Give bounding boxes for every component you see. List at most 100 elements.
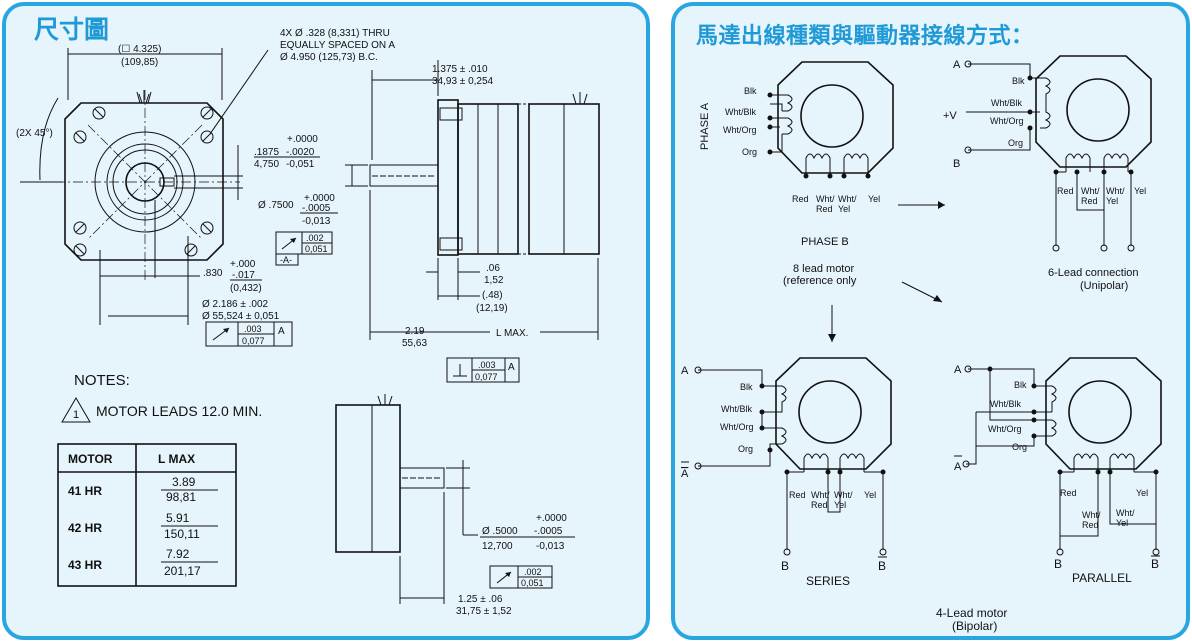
m3-term-bbar: B [878, 559, 886, 573]
m2-yel: Yel [1134, 186, 1146, 196]
len1-mm: 34,93 ± 0,254 [432, 76, 494, 87]
d006-mm: 1,52 [484, 275, 504, 286]
m1-wht-yel-2: Yel [838, 204, 850, 214]
flat-dim-c: (0,432) [230, 283, 262, 294]
tolerance-frame-1 [205, 321, 293, 347]
eight-lead-note: (reference only [783, 275, 857, 287]
m1-red: Red [792, 194, 809, 204]
four-lead-type: (Bipolar) [952, 619, 997, 633]
shaft-dim-b: -.0005 [302, 203, 331, 214]
len1-in: 1.375 ± .010 [432, 64, 488, 75]
m4-red: Red [1060, 488, 1077, 498]
pilot-dim: Ø 2.186 ± .002 [202, 299, 269, 310]
m3-wht-org: Wht/Org [720, 422, 754, 432]
m3-org: Org [738, 444, 753, 454]
m3-wht-red-2: Red [811, 500, 828, 510]
key-dim-d: -0,051 [286, 159, 315, 170]
d048-mm: (12,19) [476, 303, 508, 314]
table-motor-41: 41 HR [68, 484, 102, 498]
motor-side-view-small [335, 394, 478, 604]
six-lead-label: 6-Lead connection [1048, 267, 1139, 279]
notes-title: NOTES: [74, 372, 130, 389]
m3-term-abar: A [681, 468, 689, 480]
m1-blk: Blk [744, 86, 757, 96]
lmax-label: L MAX. [496, 328, 528, 339]
key-dim-top: +.0000 [287, 134, 318, 145]
d006-in: .06 [486, 263, 500, 274]
table-lmax-42-in: 5.91 [166, 511, 190, 525]
m4-term-b: B [1054, 557, 1062, 571]
note1-text: MOTOR LEADS 12.0 MIN. [96, 403, 262, 419]
m4-wht-yel-1: Wht/ [1116, 508, 1135, 518]
note1-number: 1 [73, 409, 79, 421]
m4-term-a: A [954, 364, 962, 376]
m2-blk: Blk [1012, 76, 1025, 86]
d219-mm: 55,63 [402, 338, 427, 349]
m1-wht-org: Wht/Org [723, 125, 757, 135]
pilot-dim-mm: Ø 55,524 ± 0,051 [202, 311, 280, 322]
m2-term-v: +V [943, 110, 957, 122]
m4-wht-yel-2: Yel [1116, 518, 1128, 528]
datum-label: -A- [280, 255, 292, 265]
m4-term-abar: A [954, 461, 962, 473]
m4-org: Org [1012, 442, 1027, 452]
tol1-datum: A [278, 326, 285, 337]
m3-wht-yel-2: Yel [834, 500, 846, 510]
m2-wht-red-2: Red [1081, 196, 1098, 206]
four-lead-label: 4-Lead motor [936, 606, 1007, 620]
m2-wht-blk: Wht/Blk [991, 98, 1023, 108]
m4-wht-red-1: Wht/ [1082, 510, 1101, 520]
m2-wht-org: Wht/Org [990, 116, 1024, 126]
wiring-title: 馬達出線種類與驅動器接線方式： [696, 24, 1034, 49]
table-lmax-42-mm: 150,11 [164, 527, 200, 541]
six-lead-type: (Unipolar) [1080, 280, 1128, 292]
motor-symbols [775, 55, 1162, 470]
m1-wht-red-1: Wht/ [816, 194, 835, 204]
shaft-dim-a: Ø .7500 [258, 200, 294, 211]
chamfer-dim: (2X 45°) [16, 128, 53, 139]
key-dim-a: .1875 [254, 147, 279, 158]
runout2-in: .002 [524, 567, 542, 577]
m2-term-b: B [953, 158, 960, 170]
perp-in: .003 [478, 360, 496, 370]
series-label: SERIES [806, 574, 850, 588]
shaft2-c: 12,700 [482, 541, 513, 552]
len2-in: 1.25 ± .06 [458, 594, 503, 605]
runout-frame-2 [489, 565, 553, 589]
hole-note-3: Ø 4.950 (125,73) B.C. [280, 52, 378, 63]
square-dim: (☐ 4.325) [118, 44, 161, 55]
m1-yel: Yel [868, 194, 880, 204]
m4-wht-org: Wht/Org [988, 424, 1022, 434]
flat-dim-top: +.000 [230, 259, 256, 270]
table-lmax-41-mm: 98,81 [166, 490, 196, 504]
m4-blk: Blk [1014, 380, 1027, 390]
m2-wht-yel-2: Yel [1106, 196, 1118, 206]
square-dim-mm: (109,85) [121, 57, 158, 68]
m2-term-a: A [953, 59, 961, 71]
motor-front-view [20, 48, 269, 325]
d048-in: (.48) [482, 290, 503, 301]
eight-lead-wiring [767, 92, 945, 342]
table-header-motor: MOTOR [68, 452, 113, 466]
m3-term-b: B [781, 559, 789, 573]
table-motor-42: 42 HR [68, 521, 102, 535]
six-lead-wiring [964, 60, 1135, 252]
shaft-dim-top: +.0000 [304, 193, 335, 204]
perpendicularity-frame [446, 357, 520, 383]
table-motor-43: 43 HR [68, 558, 102, 572]
shaft2-b: -.0005 [534, 526, 563, 537]
flat-dim-b: -.017 [232, 270, 255, 281]
wiring-panel [671, 2, 1190, 640]
lmax-table [57, 443, 237, 587]
key-dim-b: -.0020 [286, 147, 315, 158]
tol1-in: .003 [244, 324, 262, 334]
shaft2-a: Ø .5000 [482, 526, 518, 537]
m4-term-bbar: B [1151, 557, 1159, 571]
eight-lead-label: 8 lead motor [793, 263, 854, 275]
table-lmax-41-in: 3.89 [172, 475, 196, 489]
perp-mm: 0,077 [475, 372, 498, 382]
m1-wht-yel-1: Wht/ [838, 194, 857, 204]
series-wiring [694, 366, 887, 556]
phase-b-label: PHASE B [801, 236, 849, 248]
